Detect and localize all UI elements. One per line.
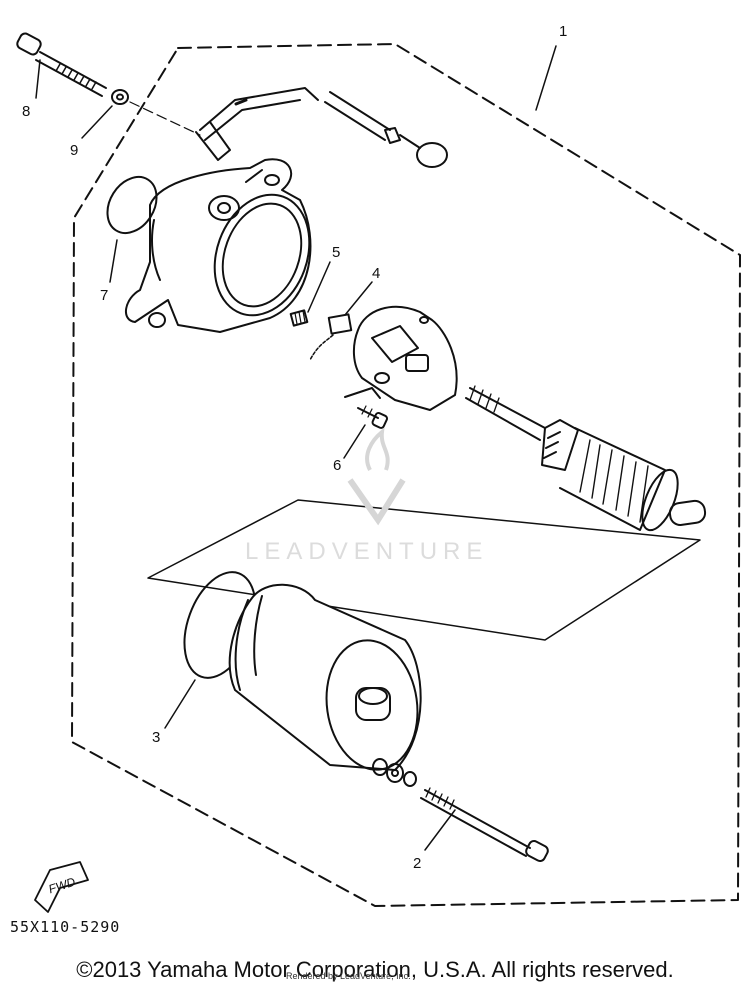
leader-7: [109, 239, 118, 283]
part-code: 55X110-5290: [10, 918, 121, 936]
bolt-8: [16, 32, 107, 97]
brush-holder-plate: [344, 305, 458, 411]
leader-2: [424, 809, 456, 851]
leader-9: [81, 105, 113, 139]
exploded-parts-diagram: 1 2 3 4 5 6 7 8 9 FWD: [16, 23, 741, 913]
callout-5: 5: [332, 244, 340, 261]
lead-wire: [195, 87, 448, 168]
washer-9: [111, 89, 129, 105]
center-line-dash: [129, 101, 201, 136]
fwd-arrow: [34, 861, 89, 913]
fwd-label: FWD: [47, 874, 78, 896]
callout-4: 4: [372, 265, 380, 282]
screw-6: [357, 405, 388, 429]
ground-plane: [147, 499, 701, 641]
brush-4: [309, 313, 353, 361]
leader-8: [35, 59, 41, 99]
watermark-logo: [347, 427, 406, 526]
callout-2: 2: [413, 855, 421, 872]
copyright-notice: ©2013 Yamaha Motor Corporation, U.S.A. A…: [76, 957, 674, 982]
callout-9: 9: [70, 142, 78, 159]
armature: [465, 385, 707, 532]
spring-5: [289, 309, 309, 327]
rendered-by-note: Rendered by LeadVenture, Inc.: [286, 971, 411, 981]
leader-4: [344, 281, 373, 316]
callout-1: 1: [559, 23, 567, 40]
assembly-outline: [71, 43, 741, 907]
watermark-text: LEADVENTURE: [245, 538, 489, 565]
callout-8: 8: [22, 103, 30, 120]
o-ring-7: [106, 176, 158, 234]
leader-1: [535, 45, 557, 111]
front-cover: [125, 158, 312, 333]
callout-3: 3: [152, 729, 160, 746]
through-bolt-2: [420, 787, 549, 862]
callout-7: 7: [100, 287, 108, 304]
leader-6: [343, 424, 366, 459]
leader-3: [164, 679, 196, 729]
leader-5: [307, 261, 331, 313]
callout-6: 6: [333, 457, 341, 474]
washers: [372, 758, 417, 787]
yoke-housing: [228, 583, 422, 771]
